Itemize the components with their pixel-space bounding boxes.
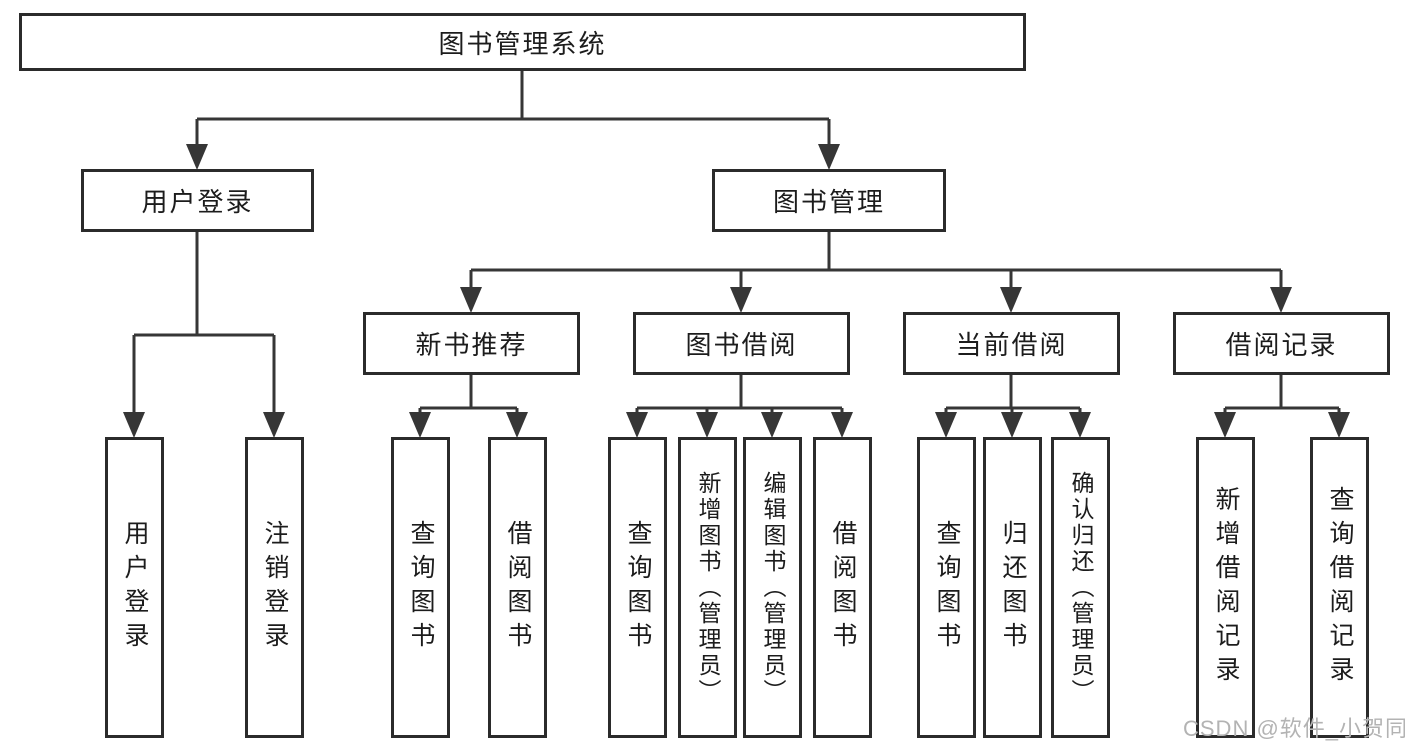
arrowhead [1270, 287, 1292, 313]
arrowhead [935, 412, 957, 438]
node-leaf-logout: 注销登录 [245, 437, 304, 738]
arrowhead [831, 412, 853, 438]
arrowhead [1001, 412, 1023, 438]
leaf-label: 借阅图书 [829, 519, 857, 656]
connector-current-borrow-branch [935, 375, 1091, 438]
arrowhead [460, 287, 482, 313]
arrowhead [409, 412, 431, 438]
node-current-borrow: 当前借阅 [903, 312, 1120, 375]
node-book-management: 图书管理 [712, 169, 946, 232]
node-library-management-system: 图书管理系统 [19, 13, 1026, 71]
leaf-label: 新增借阅记录 [1212, 485, 1240, 690]
connector-root-to-level2 [186, 71, 840, 170]
node-leaf-add-books-admin: 新增图书（管理员） [678, 437, 737, 738]
connector-new-book-branch [409, 375, 528, 438]
node-user-login: 用户登录 [81, 169, 314, 232]
node-leaf-confirm-return-admin: 确认归还（管理员） [1051, 437, 1110, 738]
leaf-label: 查询借阅记录 [1326, 485, 1354, 690]
connector-line [418, 375, 519, 416]
arrowhead [696, 412, 718, 438]
node-leaf-borrow-books-1: 借阅图书 [488, 437, 547, 738]
node-new-book-recommend: 新书推荐 [363, 312, 580, 375]
connector-book-borrow-branch [626, 375, 853, 438]
connector-line [1223, 375, 1341, 416]
connector-line [195, 71, 831, 148]
node-leaf-query-books-3: 查询图书 [917, 437, 976, 738]
node-leaf-query-books-2: 查询图书 [608, 437, 667, 738]
node-leaf-user-login: 用户登录 [105, 437, 164, 738]
connector-line [944, 375, 1082, 416]
node-leaf-edit-books-admin: 编辑图书（管理员） [743, 437, 802, 738]
leaf-label: 用户登录 [121, 519, 149, 656]
node-leaf-query-books-1: 查询图书 [391, 437, 450, 738]
arrowhead [626, 412, 648, 438]
connector-line [635, 375, 844, 416]
node-borrow-record: 借阅记录 [1173, 312, 1390, 375]
connector-borrow-record-branch [1214, 375, 1350, 438]
arrowhead [761, 412, 783, 438]
leaf-label: 注销登录 [261, 519, 289, 656]
node-leaf-return-books: 归还图书 [983, 437, 1042, 738]
node-leaf-query-borrow-record: 查询借阅记录 [1310, 437, 1369, 738]
connector-line [132, 232, 276, 416]
connector-line [469, 232, 1283, 291]
arrowhead [1000, 287, 1022, 313]
node-leaf-borrow-books-2: 借阅图书 [813, 437, 872, 738]
node-leaf-add-borrow-record: 新增借阅记录 [1196, 437, 1255, 738]
leaf-label: 确认归还（管理员） [1068, 470, 1094, 705]
csdn-watermark: CSDN @软件_小贺同学 [1183, 716, 1405, 741]
leaf-label: 查询图书 [624, 519, 652, 656]
arrowhead [818, 144, 840, 170]
arrowhead [1328, 412, 1350, 438]
leaf-label: 编辑图书（管理员） [760, 470, 786, 705]
node-book-borrow: 图书借阅 [633, 312, 850, 375]
leaf-label: 查询图书 [407, 519, 435, 656]
arrowhead [730, 287, 752, 313]
arrowhead [123, 412, 145, 438]
leaf-label: 查询图书 [933, 519, 961, 656]
leaf-label: 借阅图书 [504, 519, 532, 656]
arrowhead [186, 144, 208, 170]
leaf-label: 归还图书 [999, 519, 1027, 656]
leaf-label: 新增图书（管理员） [695, 470, 721, 705]
arrowhead [1214, 412, 1236, 438]
arrowhead [1069, 412, 1091, 438]
arrowhead [506, 412, 528, 438]
connector-user-login-branch [123, 232, 285, 438]
arrowhead [263, 412, 285, 438]
connector-book-management-branch [460, 232, 1292, 313]
